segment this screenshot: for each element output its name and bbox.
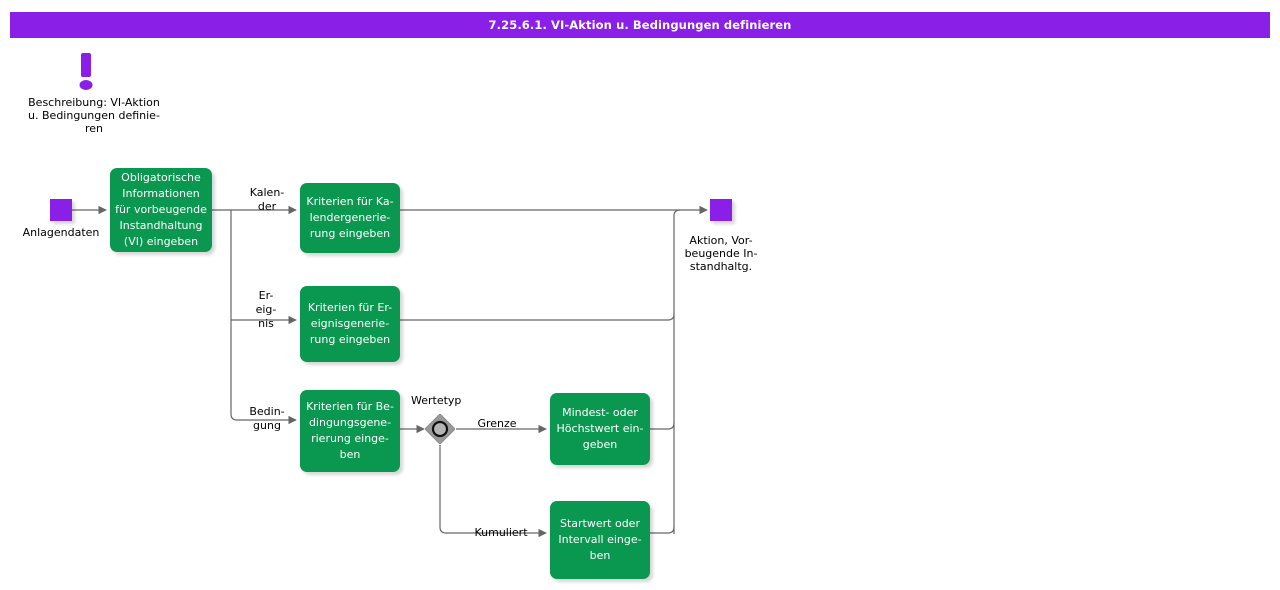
edge-label-kumuliert: Kumuliert <box>474 526 528 539</box>
edge-label-ereignis: Er- eig- nis <box>255 289 277 330</box>
activity-label: Mindest- oder Höchstwert ein- geben <box>556 406 644 451</box>
activity-startwert-oder-intervall[interactable]: Startwert oder Intervall einge- ben <box>550 501 650 579</box>
edge-label-bedingung: Bedin- gung <box>249 405 285 432</box>
start-terminal[interactable] <box>50 199 72 221</box>
activity-kriterien-ereignisgenerierung[interactable]: Kriterien für Er- eignisgenerie- rung ei… <box>300 286 400 362</box>
branch-spine-vertical <box>230 210 238 421</box>
activity-kriterien-bedingungsgenerierung[interactable]: Kriterien für Be- dingungsgene- rierung … <box>300 390 400 472</box>
description-note-text: Beschreibung: VI-Aktion u. Bedingungen d… <box>28 96 160 135</box>
edge-grenze-to-merge <box>650 422 675 430</box>
window-title-bar: 7.25.6.1. VI-Aktion u. Bedingungen defin… <box>10 12 1270 38</box>
gateway-wertetyp[interactable] <box>425 414 455 444</box>
activity-obligatorische-informationen[interactable]: Obligatorische Informationen für vorbeug… <box>110 168 212 252</box>
edge-gateway-kumuliert <box>439 445 547 538</box>
activity-kriterien-kalendergenerierung[interactable]: Kriterien für Ka- lendergenerie- rung ei… <box>300 183 400 253</box>
edge-ereignis-to-merge <box>400 313 675 321</box>
activity-label: Obligatorische Informationen für vorbeug… <box>115 171 207 248</box>
end-terminal[interactable] <box>710 199 732 221</box>
activity-mindest-oder-hoechstwert[interactable]: Mindest- oder Höchstwert ein- geben <box>550 393 650 465</box>
end-terminal-label: Aktion, Vor- beugende In- standhaltg. <box>684 234 758 273</box>
activity-label: Kriterien für Be- dingungsgene- rierung … <box>306 400 394 461</box>
edge-label-kalender: Kalen- der <box>249 186 285 213</box>
page-title: 7.25.6.1. VI-Aktion u. Bedingungen defin… <box>488 18 792 32</box>
edge-kumuliert-to-merge <box>650 526 675 534</box>
activity-label: Kriterien für Er- eignisgenerie- rung ei… <box>307 301 393 346</box>
gateway-wertetyp-label: Wertetyp <box>411 394 462 407</box>
start-terminal-label: Anlagendaten <box>22 226 100 239</box>
merge-spine-top-corner <box>673 209 681 217</box>
activity-label: Startwert oder Intervall einge- ben <box>558 517 642 562</box>
activity-label: Kriterien für Ka- lendergenerie- rung ei… <box>306 195 394 240</box>
edge-label-grenze: Grenze <box>477 417 517 430</box>
exclamation-mark-icon <box>79 53 93 90</box>
